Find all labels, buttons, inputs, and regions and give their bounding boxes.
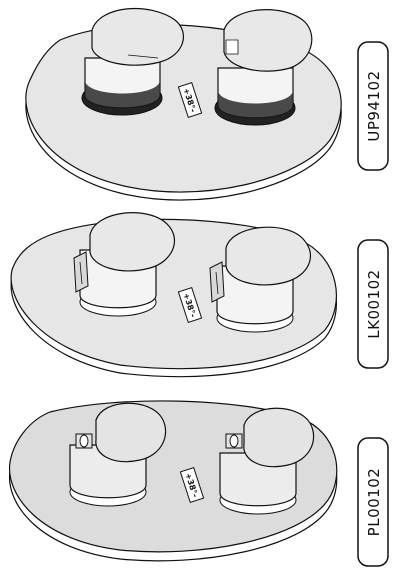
model-code: LK00102 — [365, 269, 383, 338]
right-control-knob — [219, 407, 315, 515]
product-pl00102: +38°- PL00102 — [8, 400, 389, 567]
right-control-knob — [209, 226, 312, 333]
model-label-pl00102: PL00102 — [357, 437, 389, 567]
left-control-knob — [81, 7, 184, 116]
right-control-knob — [214, 9, 313, 126]
temperature-badge: +38°- — [177, 286, 203, 324]
temperature-badge: +38°- — [177, 81, 203, 119]
left-control-knob — [69, 402, 167, 507]
model-code: UP94102 — [365, 70, 383, 141]
product-up94102: +38°- UP94102 — [25, 7, 389, 201]
model-label-up94102: UP94102 — [357, 41, 389, 171]
model-label-lk00102: LK00102 — [357, 239, 389, 369]
temperature-badge: +38°- — [179, 466, 205, 504]
product-lk00102: +38°- LK00102 — [10, 212, 389, 378]
left-control-knob — [73, 212, 176, 317]
model-code: PL00102 — [365, 468, 383, 537]
